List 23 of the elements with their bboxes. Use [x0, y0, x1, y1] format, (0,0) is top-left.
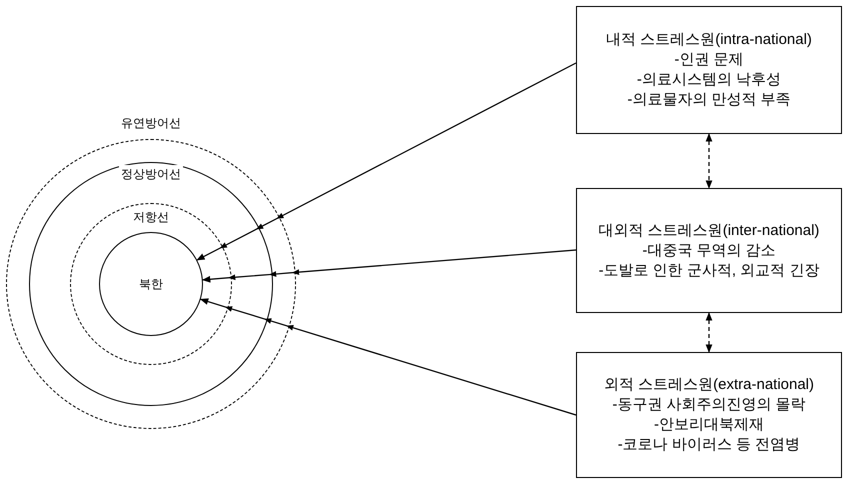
list-item: -코로나 바이러스 등 전염병: [618, 435, 800, 455]
list-item: -인권 문제: [674, 50, 744, 70]
circle-label: 북한: [139, 276, 163, 293]
stressor-box: [576, 188, 842, 313]
box-heading: 내적 스트레스원(intra-national): [606, 30, 812, 50]
ring-label: 정상방어선: [119, 165, 183, 183]
list-item: -의료시스템의 낙후성: [636, 70, 782, 90]
arrow: [706, 312, 712, 353]
stressor-box: [576, 6, 842, 134]
box-heading: 외적 스트레스원(extra-national): [604, 375, 814, 395]
arrow: [706, 133, 712, 189]
box-heading: 대외적 스트레스원(inter-national): [598, 220, 820, 240]
dashed-ring: [70, 203, 232, 365]
list-item: -동구권 사회주의진영의 몰락: [612, 395, 806, 415]
arrow: [196, 62, 576, 261]
list-item: -도발로 인한 군사적, 외교적 긴장: [598, 260, 820, 280]
solid-ring: [29, 162, 273, 406]
arrow: [200, 298, 576, 416]
list-item: -의료물자의 만성적 부족: [627, 90, 791, 110]
stressor-box: [576, 352, 842, 478]
list-item: -대중국 무역의 감소: [642, 240, 776, 260]
list-item: -안보리대북제재: [654, 415, 764, 435]
arrow: [202, 249, 576, 283]
